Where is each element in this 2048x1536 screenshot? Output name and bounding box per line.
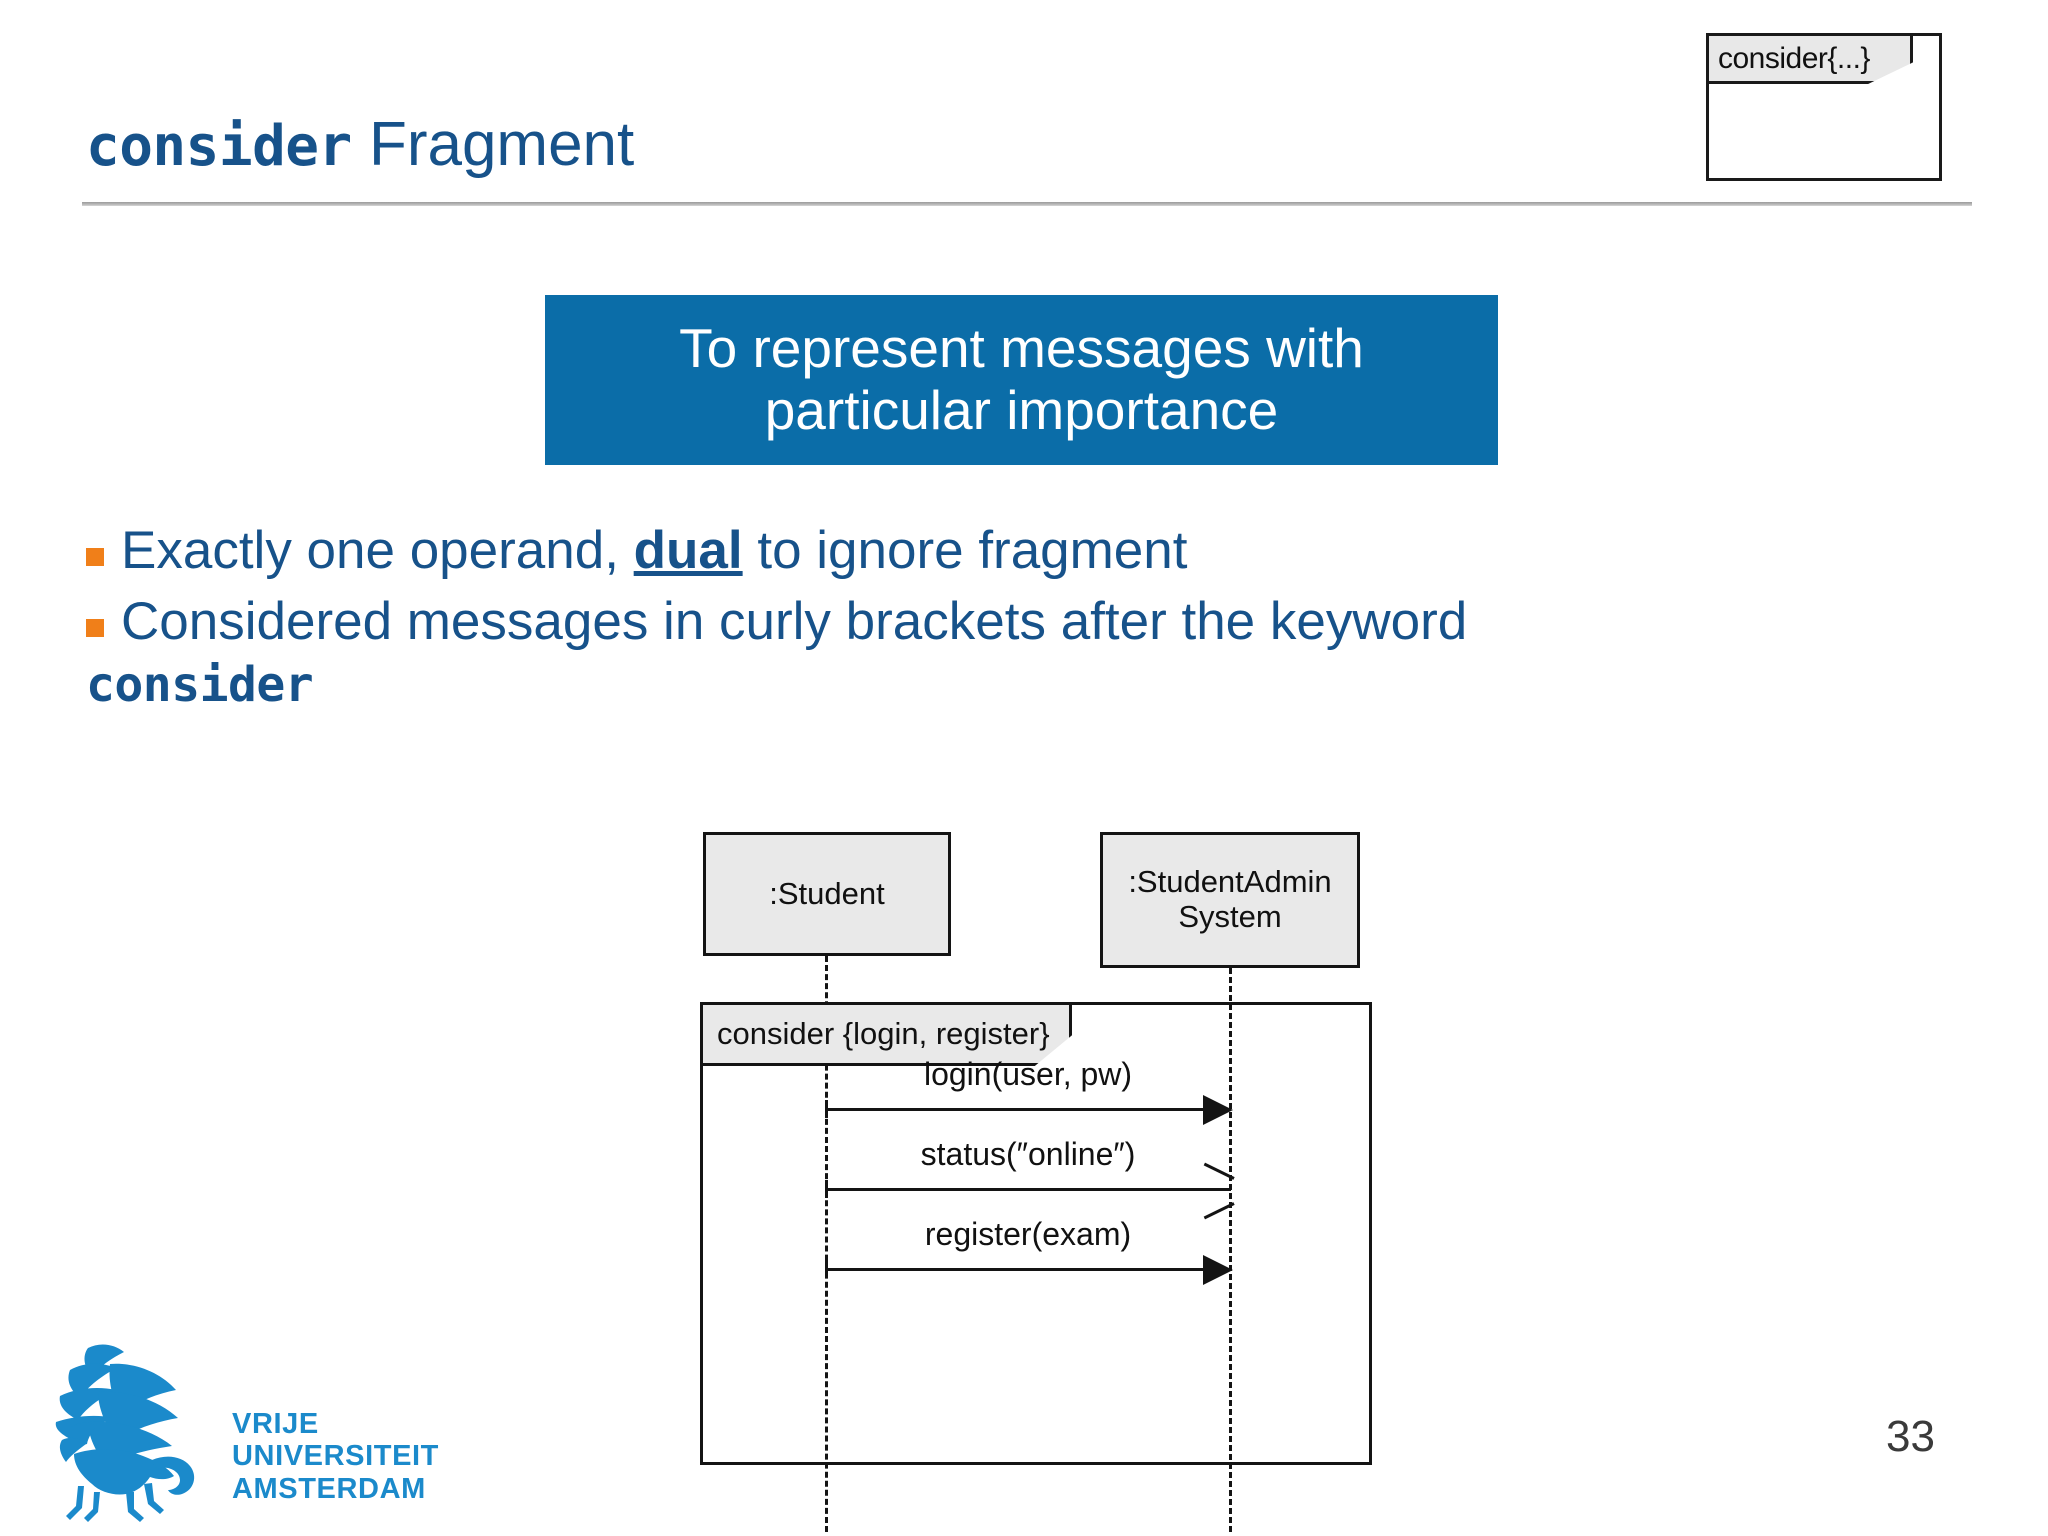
vu-logo-wordmark: VRIJE UNIVERSITEIT AMSTERDAM [232,1408,439,1505]
page-number: 33 [1886,1412,1935,1461]
message-line-status [825,1188,1231,1191]
open-arrowhead-icon [1201,1162,1235,1220]
consider-fragment-icon-label: consider{...} [1718,41,1870,75]
lifeline-label-student-admin-system: :StudentAdmin System [1128,864,1332,934]
orange-square-bullet-icon [86,548,104,566]
page-title-rest: Fragment [351,110,635,179]
consider-fragment-icon: consider{...} [1706,33,1942,181]
filled-arrowhead-icon [1203,1255,1233,1285]
orange-square-bullet-icon [86,618,104,637]
lifeline-head-student: :Student [703,832,951,956]
message-register: register(exam) [825,1216,1233,1285]
message-status: status(″online″) [825,1136,1235,1220]
message-label-status: status(″online″) [920,1136,1136,1172]
keyword-consider: consider [86,657,314,714]
lifeline-dash-student [825,956,828,1532]
bullet-1-emphasis: dual [633,521,743,580]
lifeline-dash-student-admin-system [1229,968,1232,1532]
bullet-1-prefix: Exactly one operand, [121,521,634,580]
uml-sequence-diagram: :Student :StudentAdmin System consider {… [700,830,1400,1532]
callout-box: To represent messages with particular im… [545,295,1498,465]
combined-fragment-label: consider {login, register} [717,1016,1050,1051]
lifeline-label-student: :Student [769,875,885,911]
combined-fragment-header: consider {login, register} [700,1002,1072,1066]
list-item: Considered messages in curly brackets af… [86,591,1966,654]
message-line-register [825,1268,1231,1271]
lifeline-head-student-admin-system: :StudentAdmin System [1100,832,1360,968]
title-divider [82,202,1972,206]
page-title: consider Fragment [86,112,634,177]
vrije-universiteit-amsterdam-logo-icon [55,1344,195,1522]
message-login: login(user, pw) [825,1056,1233,1125]
bullet-2-prefix: Considered messages in curly brackets af… [121,591,1468,651]
message-line-login [825,1108,1231,1111]
list-item-text: Considered messages in curly brackets af… [121,591,1966,654]
callout-text: To represent messages with particular im… [679,317,1364,441]
message-label-register: register(exam) [924,1216,1132,1252]
consider-fragment-icon-header: consider{...} [1709,36,1913,84]
list-item: Exactly one operand, dual to ignore frag… [86,520,1966,583]
message-label-login: login(user, pw) [923,1056,1133,1092]
filled-arrowhead-icon [1203,1095,1233,1125]
bullet-list: Exactly one operand, dual to ignore frag… [86,520,1966,713]
list-item-text: Exactly one operand, dual to ignore frag… [121,520,1966,583]
bullet-1-suffix: to ignore fragment [742,521,1188,580]
page-title-keyword: consider [86,114,352,179]
